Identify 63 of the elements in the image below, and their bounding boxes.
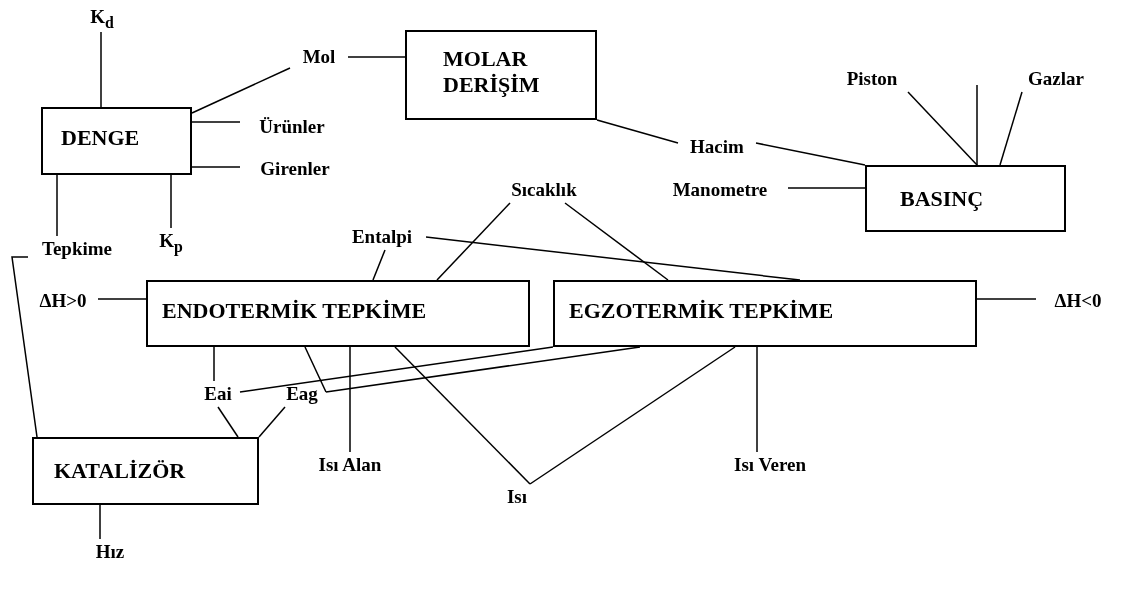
concept-label: Isı bbox=[498, 484, 536, 510]
connector-line bbox=[191, 166, 241, 168]
concept-box bbox=[146, 280, 530, 347]
connector-line bbox=[239, 346, 554, 393]
concept-label: Entalpi bbox=[338, 224, 426, 250]
concept-box bbox=[553, 280, 977, 347]
connector-line bbox=[191, 121, 241, 123]
concept-label: ΔH<0 bbox=[1036, 288, 1120, 314]
box-title: BASINÇ bbox=[900, 186, 984, 212]
concept-label: Mol bbox=[290, 44, 348, 70]
connector-line bbox=[100, 31, 102, 108]
box-title: EGZOTERMİK TEPKİME bbox=[569, 298, 834, 324]
concept-label: Eag bbox=[278, 381, 326, 407]
connector-line bbox=[907, 91, 978, 166]
box-title: MOLAR DERİŞİM bbox=[443, 46, 541, 98]
connector-line bbox=[258, 406, 286, 438]
concept-label: Manometre bbox=[652, 177, 788, 203]
concept-box bbox=[41, 107, 192, 175]
concept-box bbox=[865, 165, 1066, 232]
concept-box bbox=[405, 30, 597, 120]
connector-line bbox=[425, 236, 801, 281]
connector-line bbox=[56, 174, 58, 237]
concept-label: Hız bbox=[88, 539, 132, 565]
box-title: KATALİZÖR bbox=[54, 458, 186, 484]
connector-line bbox=[787, 187, 866, 189]
connector-line bbox=[372, 249, 386, 281]
box-title: DENGE bbox=[61, 125, 140, 151]
concept-label: K$_{p}$ bbox=[155, 228, 187, 254]
connector-line bbox=[304, 346, 327, 393]
connector-line bbox=[217, 406, 239, 438]
connector-line bbox=[349, 346, 351, 453]
connector-line bbox=[564, 202, 669, 281]
connector-line bbox=[191, 67, 291, 114]
connector-line bbox=[347, 56, 406, 58]
connector-line bbox=[999, 91, 1023, 166]
connector-line bbox=[596, 119, 679, 144]
concept-label: Isı Alan bbox=[298, 452, 402, 478]
concept-label: Isı Veren bbox=[716, 452, 824, 478]
connector-line bbox=[394, 346, 531, 485]
concept-label: ΔH>0 bbox=[28, 288, 98, 314]
box-title: ENDOTERMİK TEPKİME bbox=[162, 298, 427, 324]
connector-line bbox=[976, 84, 978, 166]
concept-label: Piston bbox=[836, 66, 908, 92]
connector-line bbox=[170, 174, 172, 229]
concept-label: Eai bbox=[196, 381, 240, 407]
concept-label: Sıcaklık bbox=[496, 177, 592, 203]
connector-line bbox=[755, 142, 866, 166]
concept-label: Gazlar bbox=[1016, 66, 1096, 92]
concept-label: K$_{d}$ bbox=[84, 4, 120, 32]
concept-box bbox=[32, 437, 259, 505]
concept-label: Ürünler bbox=[240, 114, 344, 140]
connector-line bbox=[11, 256, 38, 438]
concept-label: Girenler bbox=[240, 156, 350, 182]
connector-line bbox=[529, 346, 736, 485]
concept-label: Tepkime bbox=[28, 236, 126, 262]
connector-line bbox=[756, 346, 758, 453]
concept-label: Hacim bbox=[678, 134, 756, 160]
connector-line bbox=[325, 346, 641, 393]
connector-line bbox=[436, 202, 511, 281]
connector-line bbox=[99, 504, 101, 540]
connector-line bbox=[976, 298, 1037, 300]
connector-line bbox=[97, 298, 147, 300]
connector-line bbox=[213, 346, 215, 382]
